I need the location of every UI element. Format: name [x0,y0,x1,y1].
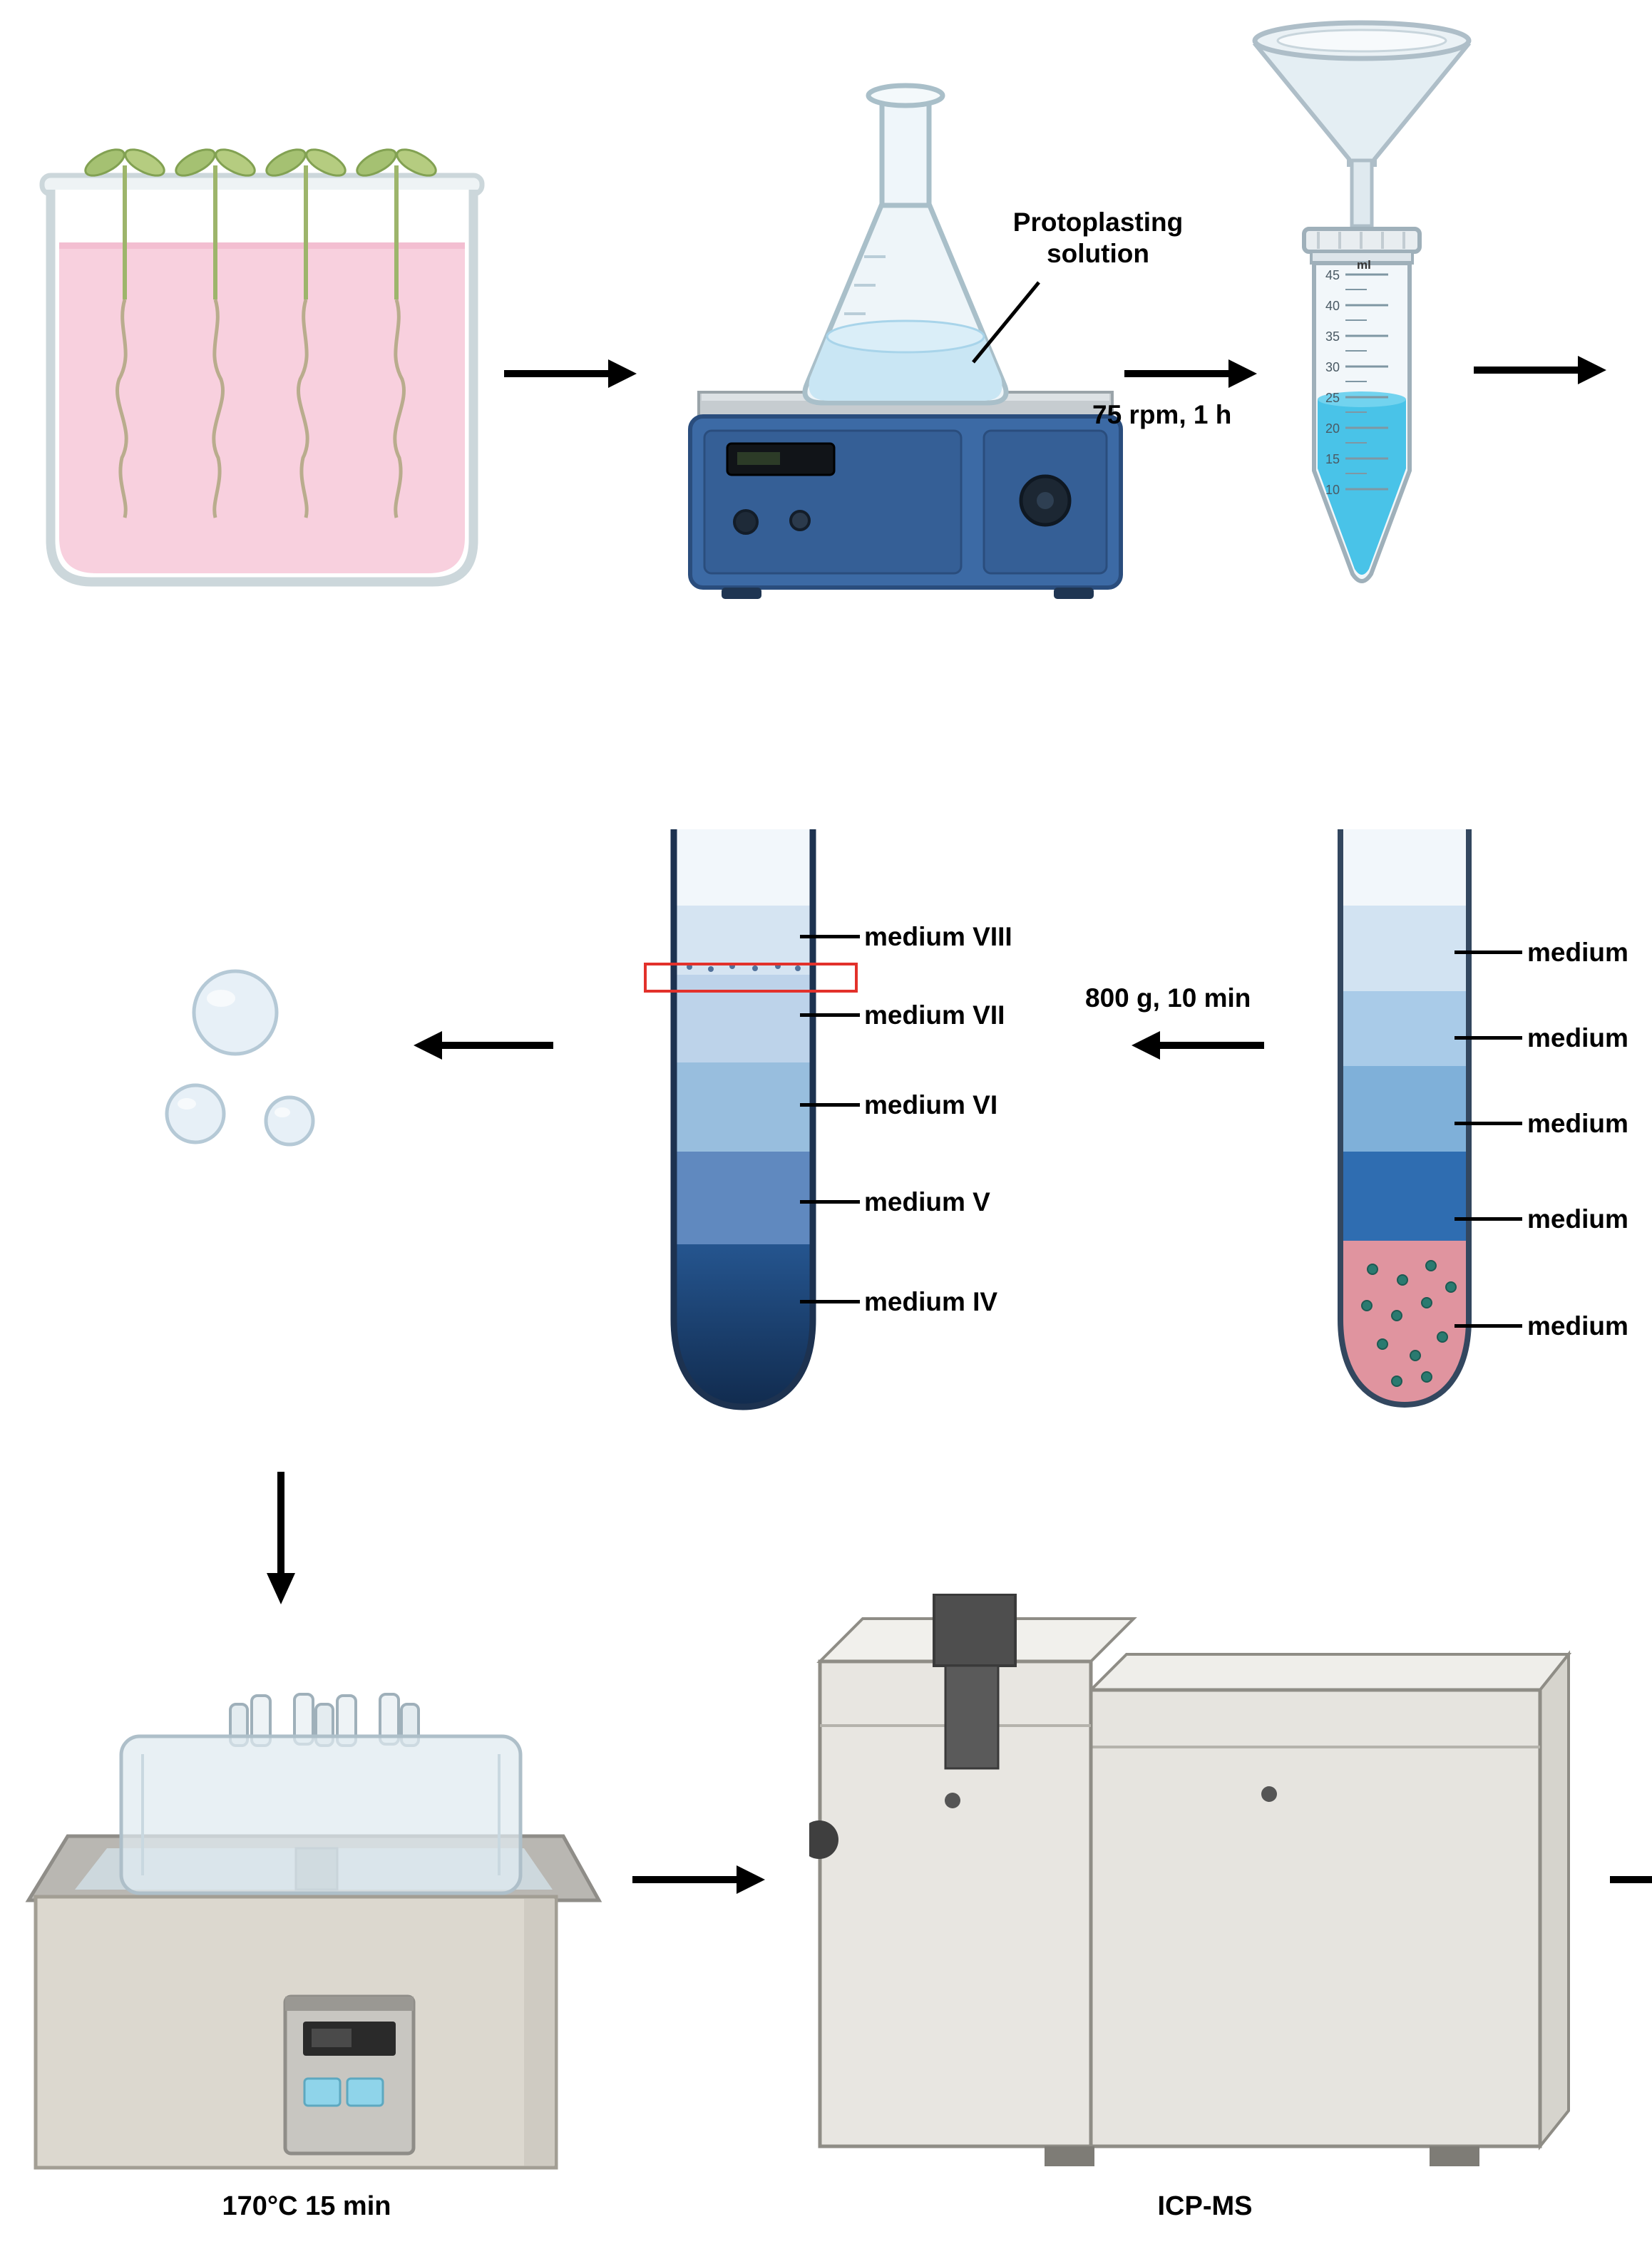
label-tick [1455,1217,1522,1221]
arrow-right-3 [1474,356,1606,384]
seedling [356,148,437,518]
stirrer-knob-small [789,510,811,531]
pink-medium-liquid [59,242,465,573]
falcon-tube: ml 45 40 35 30 25 20 15 10 [1302,227,1422,583]
bath-button [346,2077,384,2107]
gradient-tube-label: medium VII [864,1000,1005,1030]
graduation-number: 25 [1325,391,1340,405]
graduation-number: 30 [1325,360,1340,374]
seedling-beaker-illustration [39,148,485,587]
protoplasting-pointer-line [972,281,1040,364]
gradient-tube-label: medium VI [864,1090,998,1120]
label-tick [1455,1036,1522,1040]
graduation-number: 45 [1325,268,1340,282]
label-tick [800,1300,860,1303]
icp-ms-left-module [809,1594,1137,2148]
instrument-foot [1045,2146,1094,2166]
arrow-right-5 [1610,1876,1652,1883]
initial-gradient-tube-illustration [1338,829,1472,1408]
graduation-number: 35 [1325,329,1340,344]
label-tick [800,1200,860,1204]
tube-outline [1338,829,1472,1408]
stir-condition-label: 75 rpm, 1 h [1092,400,1232,429]
label-tick [800,1013,860,1017]
arrow-left-1 [1132,1031,1264,1060]
liquid-surface [59,242,465,249]
initial-tube-label: medium [1527,938,1628,967]
panel-dot [945,1793,960,1808]
protoplasts-illustration [165,969,315,1147]
label-tick [1455,1122,1522,1125]
protoplasting-solution-label: Protoplasting solution [1012,208,1184,269]
stirrer-flask-illustration [688,83,1123,599]
graduation-number: 20 [1325,421,1340,436]
initial-tube-label: medium [1527,1023,1628,1052]
gradient-tube-label: medium V [864,1187,990,1216]
icp-ms-right-module [1087,1650,1572,2151]
funnel [1252,20,1472,228]
stirrer-knob-small [733,509,759,535]
tube-outline [670,829,816,1410]
funnel-tube-illustration: ml 45 40 35 30 25 20 15 10 [1252,20,1472,583]
glass-lid [119,1734,523,1895]
initial-tube-label: medium [1527,1109,1628,1138]
centrifuge-condition-label: 800 g, 10 min [1085,983,1251,1013]
water-bath-illustration [25,1693,602,2170]
icp-ms-illustration [809,1594,1572,2166]
instrument-label: ICP-MS [1157,2191,1253,2221]
protoplast-cell [264,1095,315,1147]
label-tick [800,1103,860,1107]
arrow-right-2 [1124,359,1257,388]
label-tick [1455,951,1522,954]
bath-condition-label: 170°C 15 min [222,2191,391,2221]
instrument-foot [1430,2146,1479,2166]
stirrer-display [726,442,836,476]
bath-control-panel [283,1994,416,2156]
arrow-left-2 [414,1031,553,1060]
seedlings [84,148,437,518]
gradient-tube-label: medium IV [864,1287,998,1316]
torch-tower [933,1594,1017,1667]
arrow-down [267,1472,295,1604]
protoplast-dots [1361,1260,1457,1387]
erlenmeyer-flask [802,83,1009,406]
seedling [84,148,165,518]
tube-liquid [1318,399,1406,575]
flask-liquid [809,334,1002,401]
arrow-right-1 [504,359,637,388]
arrow-right-4 [632,1865,765,1894]
flask-neck [879,94,932,208]
bath-button [303,2077,342,2107]
tube-unit-label: ml [1357,258,1371,272]
graduation-number: 10 [1325,483,1340,497]
magnetic-stirrer [688,414,1123,599]
protoplast-layer [1340,1241,1469,1405]
initial-tube-label: medium [1527,1311,1628,1341]
graduation-number: 40 [1325,299,1340,313]
density-gradient-tube-illustration [670,829,816,1410]
seedling [175,148,256,518]
seedling [265,148,347,518]
gradient-tube-label: medium VIII [864,922,1012,951]
panel-dot [1261,1786,1277,1802]
graduation-number: 15 [1325,452,1340,466]
flask-mouth [866,83,945,108]
label-tick [800,935,860,938]
initial-tube-label: medium [1527,1204,1628,1234]
side-knob [809,1820,838,1859]
highlight-box [644,963,858,993]
label-tick [1455,1324,1522,1328]
protoplast-cell [192,969,279,1056]
graduation-ticks [1345,273,1388,491]
protoplast-cell [165,1083,226,1144]
